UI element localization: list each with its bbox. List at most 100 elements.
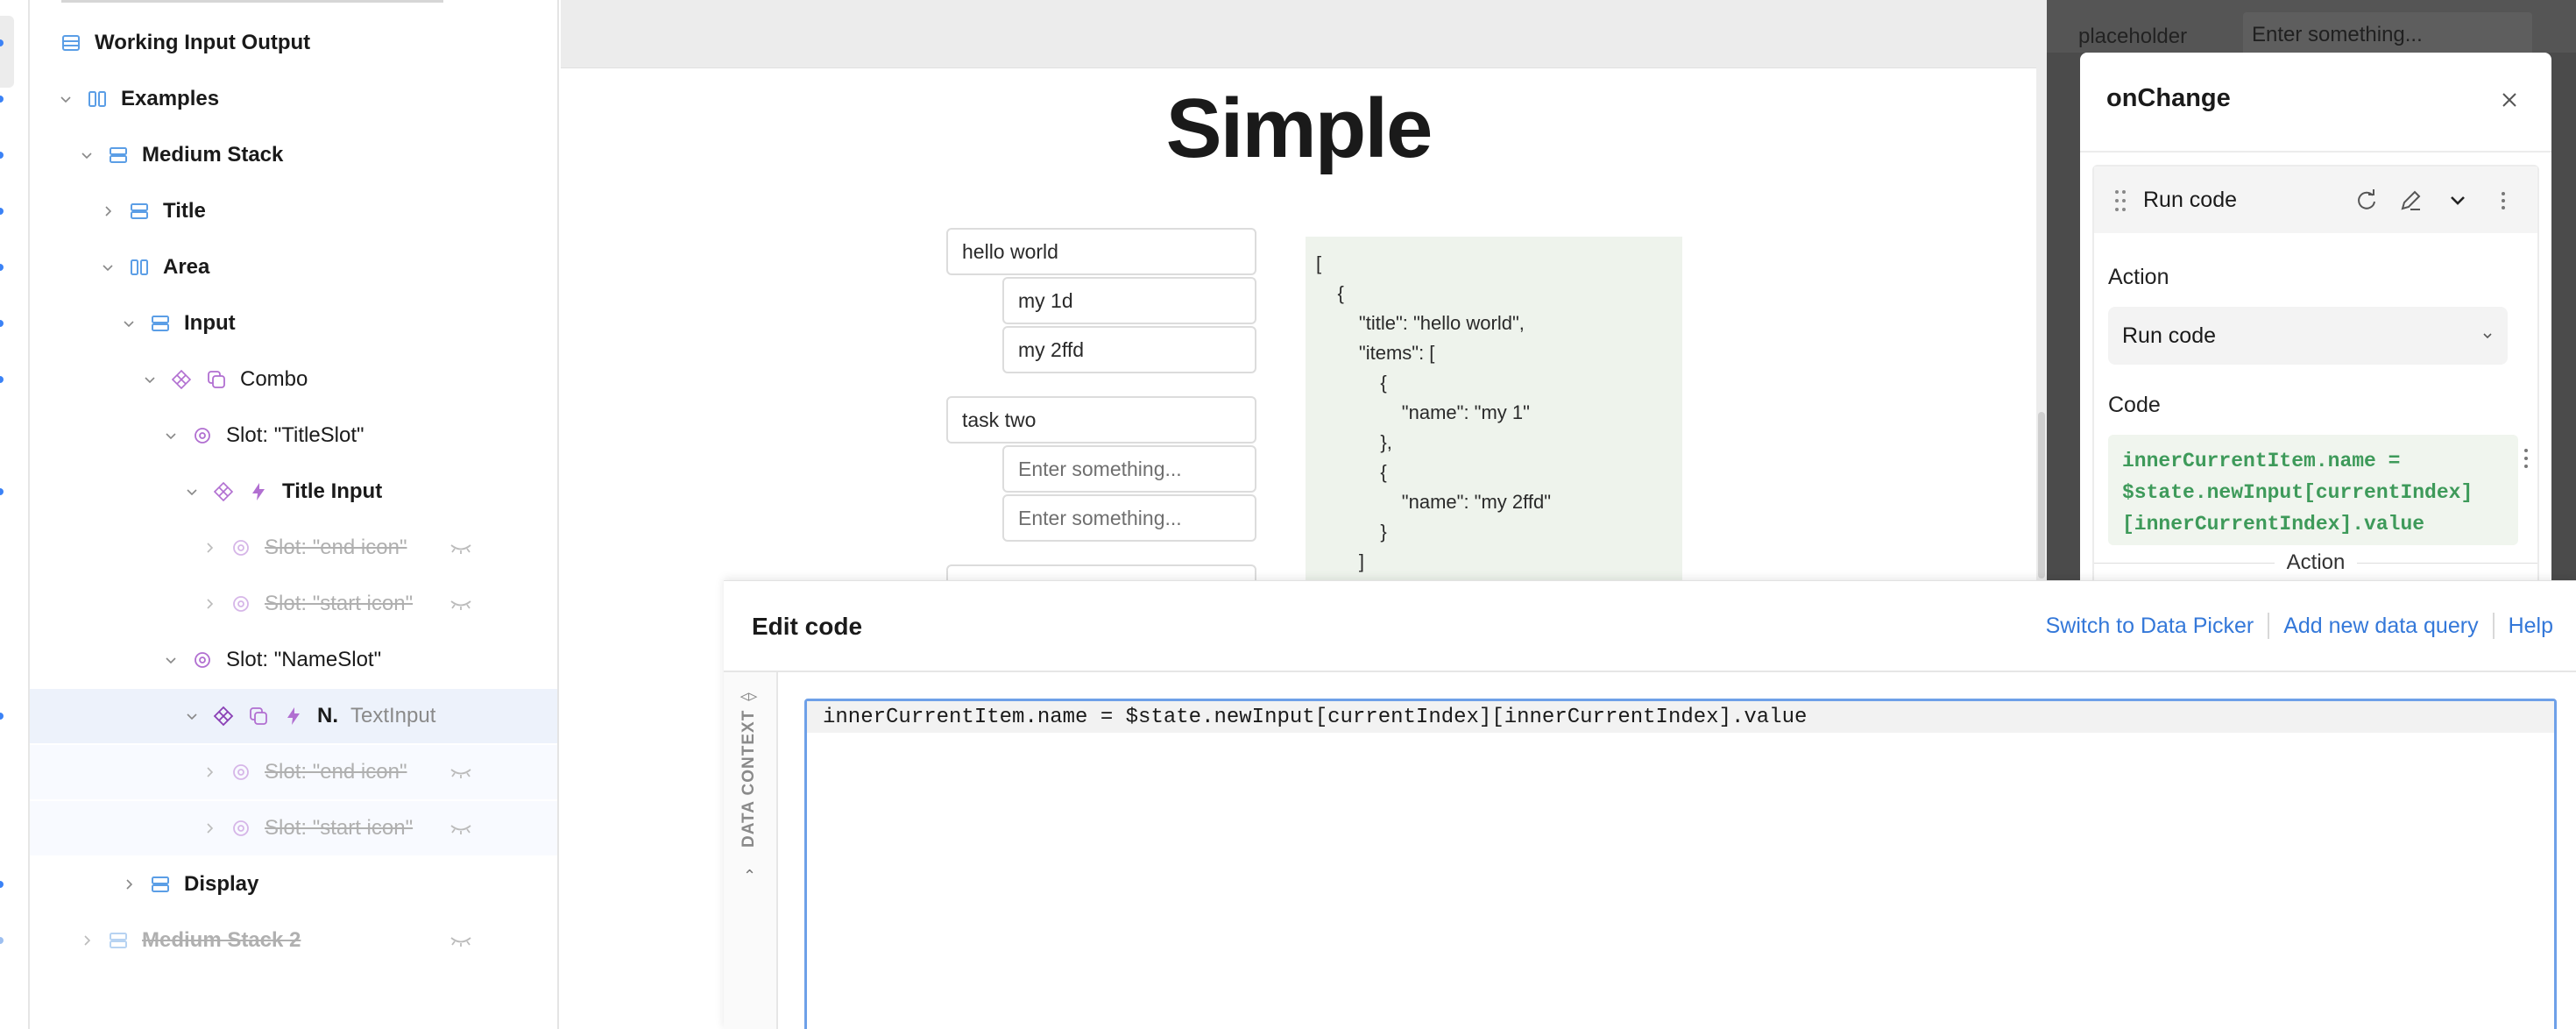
chevron-down-icon[interactable] bbox=[119, 314, 138, 333]
chevron-down-icon[interactable] bbox=[182, 482, 202, 501]
data-context-label: DATA CONTEXT bbox=[739, 709, 758, 848]
code-editor-text[interactable]: innerCurrentItem.name = $state.newInput[… bbox=[823, 706, 1808, 729]
lightning-icon bbox=[282, 705, 305, 727]
drag-handle-icon[interactable] bbox=[2112, 188, 2129, 214]
chevron-right-icon[interactable] bbox=[200, 594, 219, 614]
tree-item-slot-start-icon[interactable]: Slot: "start icon" bbox=[30, 801, 557, 855]
tree-item-input[interactable]: Input bbox=[0, 296, 557, 351]
stack-icon bbox=[107, 929, 130, 952]
data-context-toggle[interactable]: DATA CONTEXT ⟠ bbox=[739, 692, 759, 848]
chevron-right-icon[interactable] bbox=[98, 202, 117, 221]
tree-item-medium-stack[interactable]: Medium Stack bbox=[0, 128, 557, 182]
status-dot bbox=[0, 937, 4, 944]
action-label: Action bbox=[2108, 265, 2169, 289]
edit-code-panel: Edit code Switch to Data Picker Add new … bbox=[724, 580, 2576, 1029]
tree-item-label: Slot: "end icon" bbox=[265, 536, 407, 559]
status-dot bbox=[0, 713, 4, 720]
tree-item-label: Title bbox=[163, 199, 206, 223]
tree-item-medium-stack-2[interactable]: Medium Stack 2 bbox=[0, 913, 557, 968]
json-output: [ { "title": "hello world", "items": [ {… bbox=[1306, 237, 1682, 587]
tree-item-title[interactable]: Title bbox=[0, 184, 557, 238]
chevron-down-icon[interactable] bbox=[140, 370, 159, 389]
item-name-input[interactable]: my 1d bbox=[1002, 277, 1256, 324]
data-context-sidebar[interactable]: DATA CONTEXT ⟠ ⌃ bbox=[724, 672, 778, 1029]
item-name-input[interactable]: Enter something... bbox=[1002, 494, 1256, 542]
placeholder-field[interactable]: Enter something... bbox=[2243, 12, 2532, 58]
code-editor[interactable]: innerCurrentItem.name = $state.newInput[… bbox=[804, 699, 2557, 1029]
onchange-dialog: onChange Run code Action Run code Code i… bbox=[2080, 53, 2551, 587]
chevron-right-icon[interactable] bbox=[200, 763, 219, 782]
code-preview[interactable]: innerCurrentItem.name = $state.newInput[… bbox=[2108, 435, 2518, 545]
chevron-down-icon[interactable] bbox=[98, 258, 117, 277]
add-action-divider[interactable]: Action bbox=[2094, 550, 2537, 575]
chevron-down-icon[interactable] bbox=[182, 706, 202, 726]
page-heading: Simple bbox=[1165, 82, 1433, 175]
chevron-right-icon[interactable] bbox=[200, 819, 219, 838]
status-dot bbox=[0, 208, 4, 215]
switch-to-data-picker-link[interactable]: Switch to Data Picker bbox=[2045, 613, 2254, 638]
status-dot bbox=[0, 264, 4, 271]
tree-item-slot-start-icon[interactable]: Slot: "start icon" bbox=[30, 577, 557, 631]
slot-icon bbox=[230, 593, 252, 615]
chevron-down-icon[interactable] bbox=[161, 650, 180, 670]
edit-icon[interactable] bbox=[2397, 188, 2424, 214]
chevron-down-icon[interactable] bbox=[77, 145, 96, 165]
caret-up-icon[interactable]: ⌃ bbox=[743, 867, 757, 884]
help-link[interactable]: Help bbox=[2508, 613, 2553, 638]
chevron-down-icon[interactable] bbox=[56, 89, 75, 109]
tree-top-scrollbar[interactable] bbox=[61, 0, 443, 3]
tree-item-label: Medium Stack bbox=[142, 143, 284, 167]
chevron-down-icon[interactable] bbox=[161, 426, 180, 445]
action-step-name: Run code bbox=[2143, 188, 2238, 212]
eye-closed-icon[interactable] bbox=[449, 930, 473, 951]
tree-item-slot-end-icon[interactable]: Slot: "end icon" bbox=[30, 745, 557, 799]
tree-item-working-input-output[interactable]: Working Input Output bbox=[0, 16, 557, 70]
tree-item-label: Examples bbox=[121, 87, 220, 110]
json-output-text: [ { "title": "hello world", "items": [ {… bbox=[1316, 252, 1552, 587]
chevron-down-icon[interactable] bbox=[2445, 188, 2471, 214]
edit-code-title: Edit code bbox=[752, 613, 863, 640]
stack-icon bbox=[149, 873, 172, 896]
eye-closed-icon[interactable] bbox=[449, 593, 473, 614]
copy-icon bbox=[205, 368, 228, 391]
chevron-right-icon[interactable] bbox=[77, 931, 96, 950]
action-step-card: Run code Action Run code Code innerCurre… bbox=[2092, 165, 2539, 587]
tree-collapse-handle[interactable] bbox=[0, 16, 14, 88]
eye-closed-icon[interactable] bbox=[449, 537, 473, 558]
more-icon[interactable] bbox=[2490, 188, 2516, 214]
code-label: Code bbox=[2108, 393, 2161, 417]
tree-item-titleslot[interactable]: Slot: "TitleSlot" bbox=[30, 408, 557, 463]
close-icon[interactable] bbox=[2499, 89, 2520, 110]
scrollbar-thumb[interactable] bbox=[2038, 412, 2045, 578]
tree-item-combo[interactable]: Combo bbox=[0, 352, 557, 407]
component-icon bbox=[170, 368, 193, 391]
chevron-right-icon[interactable] bbox=[119, 875, 138, 894]
refresh-icon[interactable] bbox=[2353, 188, 2380, 214]
active-line bbox=[807, 701, 2554, 733]
columns-icon bbox=[128, 256, 151, 279]
status-dot bbox=[0, 320, 4, 327]
group-title-input[interactable]: hello world bbox=[946, 228, 1256, 275]
eye-closed-icon[interactable] bbox=[449, 818, 473, 839]
tree-item-name-textinput[interactable]: N. TextInput bbox=[0, 689, 557, 743]
group-title-input[interactable]: task two bbox=[946, 396, 1256, 444]
more-icon[interactable] bbox=[2522, 445, 2530, 472]
columns-icon bbox=[86, 88, 109, 110]
eye-closed-icon[interactable] bbox=[449, 762, 473, 783]
action-select[interactable]: Run code bbox=[2108, 307, 2508, 365]
tree-item-label: Slot: "start icon" bbox=[265, 592, 414, 615]
chevron-right-icon[interactable] bbox=[200, 538, 219, 557]
tree-item-area[interactable]: Area bbox=[0, 240, 557, 295]
tree-item-examples[interactable]: Examples bbox=[0, 72, 557, 126]
tree-item-slot-end-icon[interactable]: Slot: "end icon" bbox=[30, 521, 557, 575]
tree-item-nameslot[interactable]: Slot: "NameSlot" bbox=[30, 633, 557, 687]
add-new-data-query-link[interactable]: Add new data query bbox=[2283, 613, 2479, 638]
component-icon bbox=[212, 705, 235, 727]
item-name-input[interactable]: Enter something... bbox=[1002, 445, 1256, 493]
action-step-header[interactable] bbox=[2094, 167, 2537, 233]
expand-icon: ⟠ bbox=[740, 692, 758, 701]
tree-item-label: Medium Stack 2 bbox=[142, 928, 301, 952]
tree-item-title-input[interactable]: Title Input bbox=[0, 465, 557, 519]
item-name-input[interactable]: my 2ffd bbox=[1002, 326, 1256, 373]
tree-item-display[interactable]: Display bbox=[0, 857, 557, 912]
